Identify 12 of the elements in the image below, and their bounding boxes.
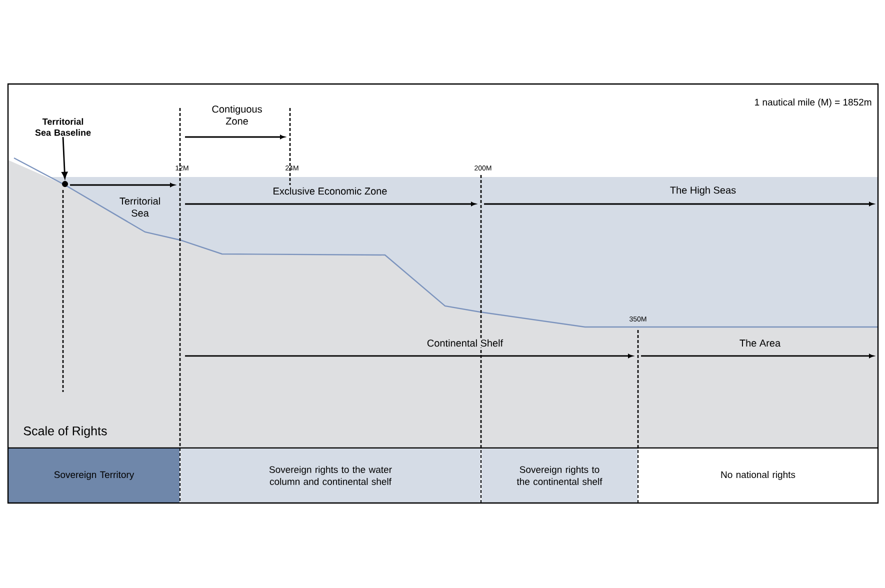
- node-label: Sovereign rights to the continental shelf: [516, 466, 602, 485]
- rights-cell: Sovereign rights to the continental shelf: [482, 448, 638, 502]
- rights-cell: Sovereign Territory: [8, 448, 180, 502]
- rights-cell: Sovereign rights to the water column and continental shelf: [180, 448, 480, 502]
- baseline-label: Territorial Sea Baseline: [35, 118, 91, 136]
- zone-label: The High Seas: [668, 185, 738, 197]
- node-label: Sovereign rights to the water column and continental shelf: [269, 466, 392, 485]
- zone-label: Contiguous Zone: [212, 105, 262, 125]
- rights-cell: No national rights: [638, 448, 878, 502]
- zone-label: Territorial Sea: [120, 197, 160, 217]
- note-text: 1 nautical mile (M) = 1852m: [755, 98, 872, 108]
- leader-arrow: [62, 136, 68, 179]
